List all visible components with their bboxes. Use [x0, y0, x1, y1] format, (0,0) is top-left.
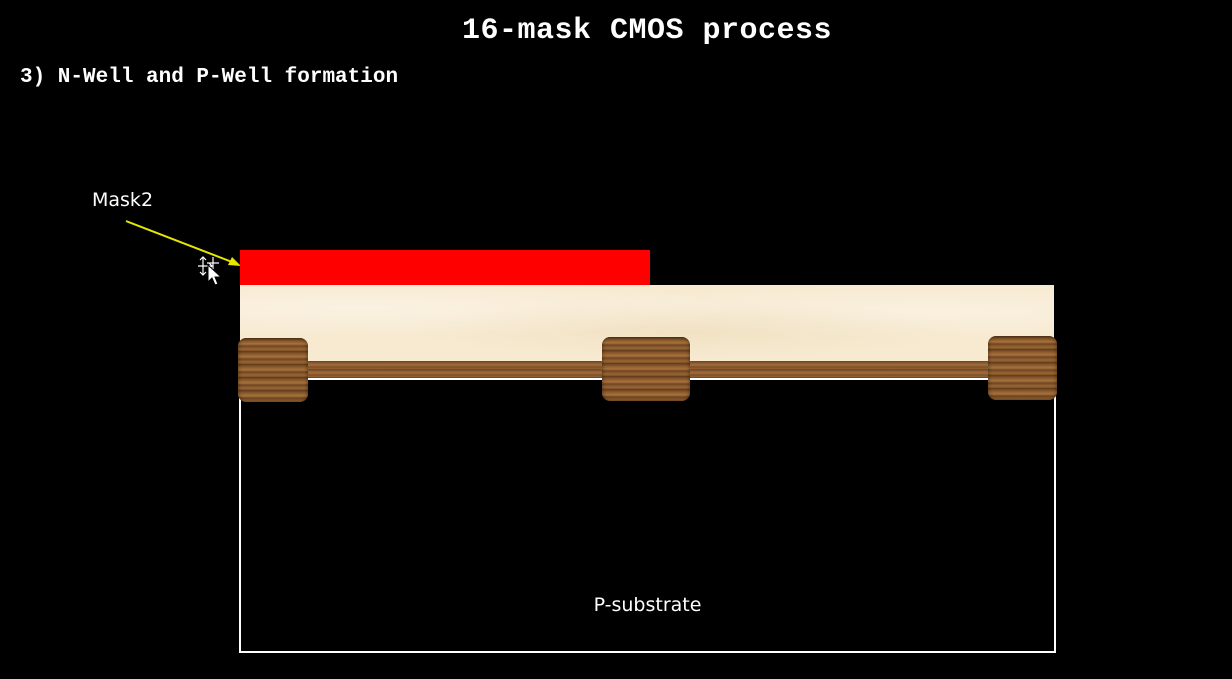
field-oxide-center [602, 337, 690, 401]
step-heading: 3) N-Well and P-Well formation [20, 66, 399, 89]
field-oxide-right [988, 336, 1057, 400]
mask-layer [240, 250, 650, 285]
slide-title: 16-mask CMOS process [461, 14, 833, 48]
substrate-label: P-substrate [593, 594, 702, 616]
mask-label: Mask2 [92, 189, 154, 211]
field-oxide-left [238, 338, 308, 402]
move-cursor-icon [198, 256, 223, 286]
p-substrate: P-substrate [239, 378, 1056, 653]
